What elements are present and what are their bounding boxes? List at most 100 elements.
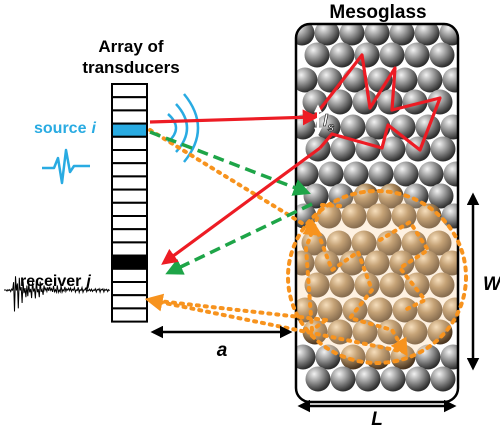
glass-bead [389, 24, 415, 46]
glass-bead [296, 344, 316, 370]
glass-bead [367, 67, 393, 93]
transducer-element [111, 294, 148, 310]
glass-bead [304, 272, 330, 298]
transducer-element [111, 135, 148, 152]
glass-bead [296, 67, 318, 93]
glass-bead [379, 42, 405, 68]
glass-bead [339, 250, 365, 276]
length-label: L [371, 409, 383, 428]
glass-bead [426, 230, 452, 256]
glass-bead [401, 230, 427, 256]
glass-bead [402, 319, 428, 345]
glass-bead [355, 366, 381, 392]
measurement-region [296, 191, 458, 363]
glass-bead [428, 183, 454, 209]
glass-bead [414, 24, 440, 46]
glass-bead [314, 24, 340, 46]
glass-bead [380, 366, 406, 392]
receiver-index: j [84, 273, 91, 290]
glass-bead [418, 161, 444, 187]
transducer-array [111, 83, 148, 323]
glass-bead [430, 136, 456, 162]
glass-bead [404, 42, 430, 68]
glass-bead [329, 272, 355, 298]
measurement-region-outline [286, 189, 468, 365]
source-index: i [91, 120, 96, 137]
glass-bead [329, 42, 355, 68]
glass-bead [364, 250, 390, 276]
transducer-element [111, 201, 148, 218]
glass-bead [441, 203, 458, 229]
glass-bead [430, 366, 456, 392]
glass-bead [414, 250, 440, 276]
glass-bead [341, 203, 367, 229]
transducer-element [111, 122, 148, 138]
glass-bead [429, 42, 455, 68]
glass-bead [317, 67, 343, 93]
glass-bead [318, 161, 344, 187]
glass-bead [442, 67, 458, 93]
glass-bead [404, 272, 430, 298]
transducer-element [111, 241, 148, 257]
glass-bead [405, 366, 431, 392]
glass-bead [417, 297, 443, 323]
glass-bead [393, 161, 419, 187]
glass-bead [339, 24, 365, 46]
transducer-element [111, 215, 148, 231]
glass-bead [296, 24, 315, 46]
glass-bead [302, 319, 328, 345]
glass-bead [443, 161, 458, 187]
glass-bead [379, 272, 405, 298]
glass-bead [367, 297, 393, 323]
glass-bead [327, 89, 353, 115]
transducer-element [111, 83, 148, 99]
glass-bead [440, 344, 458, 370]
glass-bead [351, 230, 377, 256]
glass-bead [305, 366, 331, 392]
glass-bead [427, 319, 453, 345]
transducer-element [111, 109, 148, 125]
glass-bead [439, 24, 458, 46]
source-label-text: source [34, 120, 87, 137]
glass-bead [389, 250, 415, 276]
glass-bead [364, 24, 390, 46]
diagram-title: Mesoglass [329, 2, 426, 23]
glass-bead [368, 161, 394, 187]
glass-bead [378, 183, 404, 209]
glass-bead [392, 67, 418, 93]
transducer-element [111, 281, 148, 297]
transducer-element [111, 307, 148, 323]
glass-bead [354, 42, 380, 68]
transducer-element [111, 96, 148, 112]
glass-bead [392, 297, 418, 323]
green-ballistic-paths [149, 130, 313, 275]
scattering-subscript: s [328, 120, 335, 134]
scattering-length-label: ls [323, 111, 335, 134]
glass-bead [440, 114, 458, 140]
transducer-element [111, 254, 148, 270]
transducer-element [111, 188, 148, 204]
glass-bead [330, 366, 356, 392]
glass-bead [442, 297, 458, 323]
array-label-line1: Array of [98, 37, 164, 56]
glass-bead [439, 250, 458, 276]
glass-bead [326, 230, 352, 256]
glass-bead [343, 161, 369, 187]
transducer-element [111, 267, 148, 283]
receiver-label-text: receiver [20, 273, 81, 290]
transducer-element [111, 149, 148, 165]
array-label-line2: transducers [82, 58, 179, 77]
width-label: W [483, 274, 500, 295]
scattering-symbol: l [323, 111, 329, 130]
glass-bead [304, 42, 330, 68]
glass-bead [416, 203, 442, 229]
glass-bead [317, 297, 343, 323]
glass-bead [380, 136, 406, 162]
glass-bead [376, 230, 402, 256]
transducer-element [111, 228, 148, 244]
source-pulse-icon [42, 148, 90, 185]
glass-bead [377, 89, 403, 115]
